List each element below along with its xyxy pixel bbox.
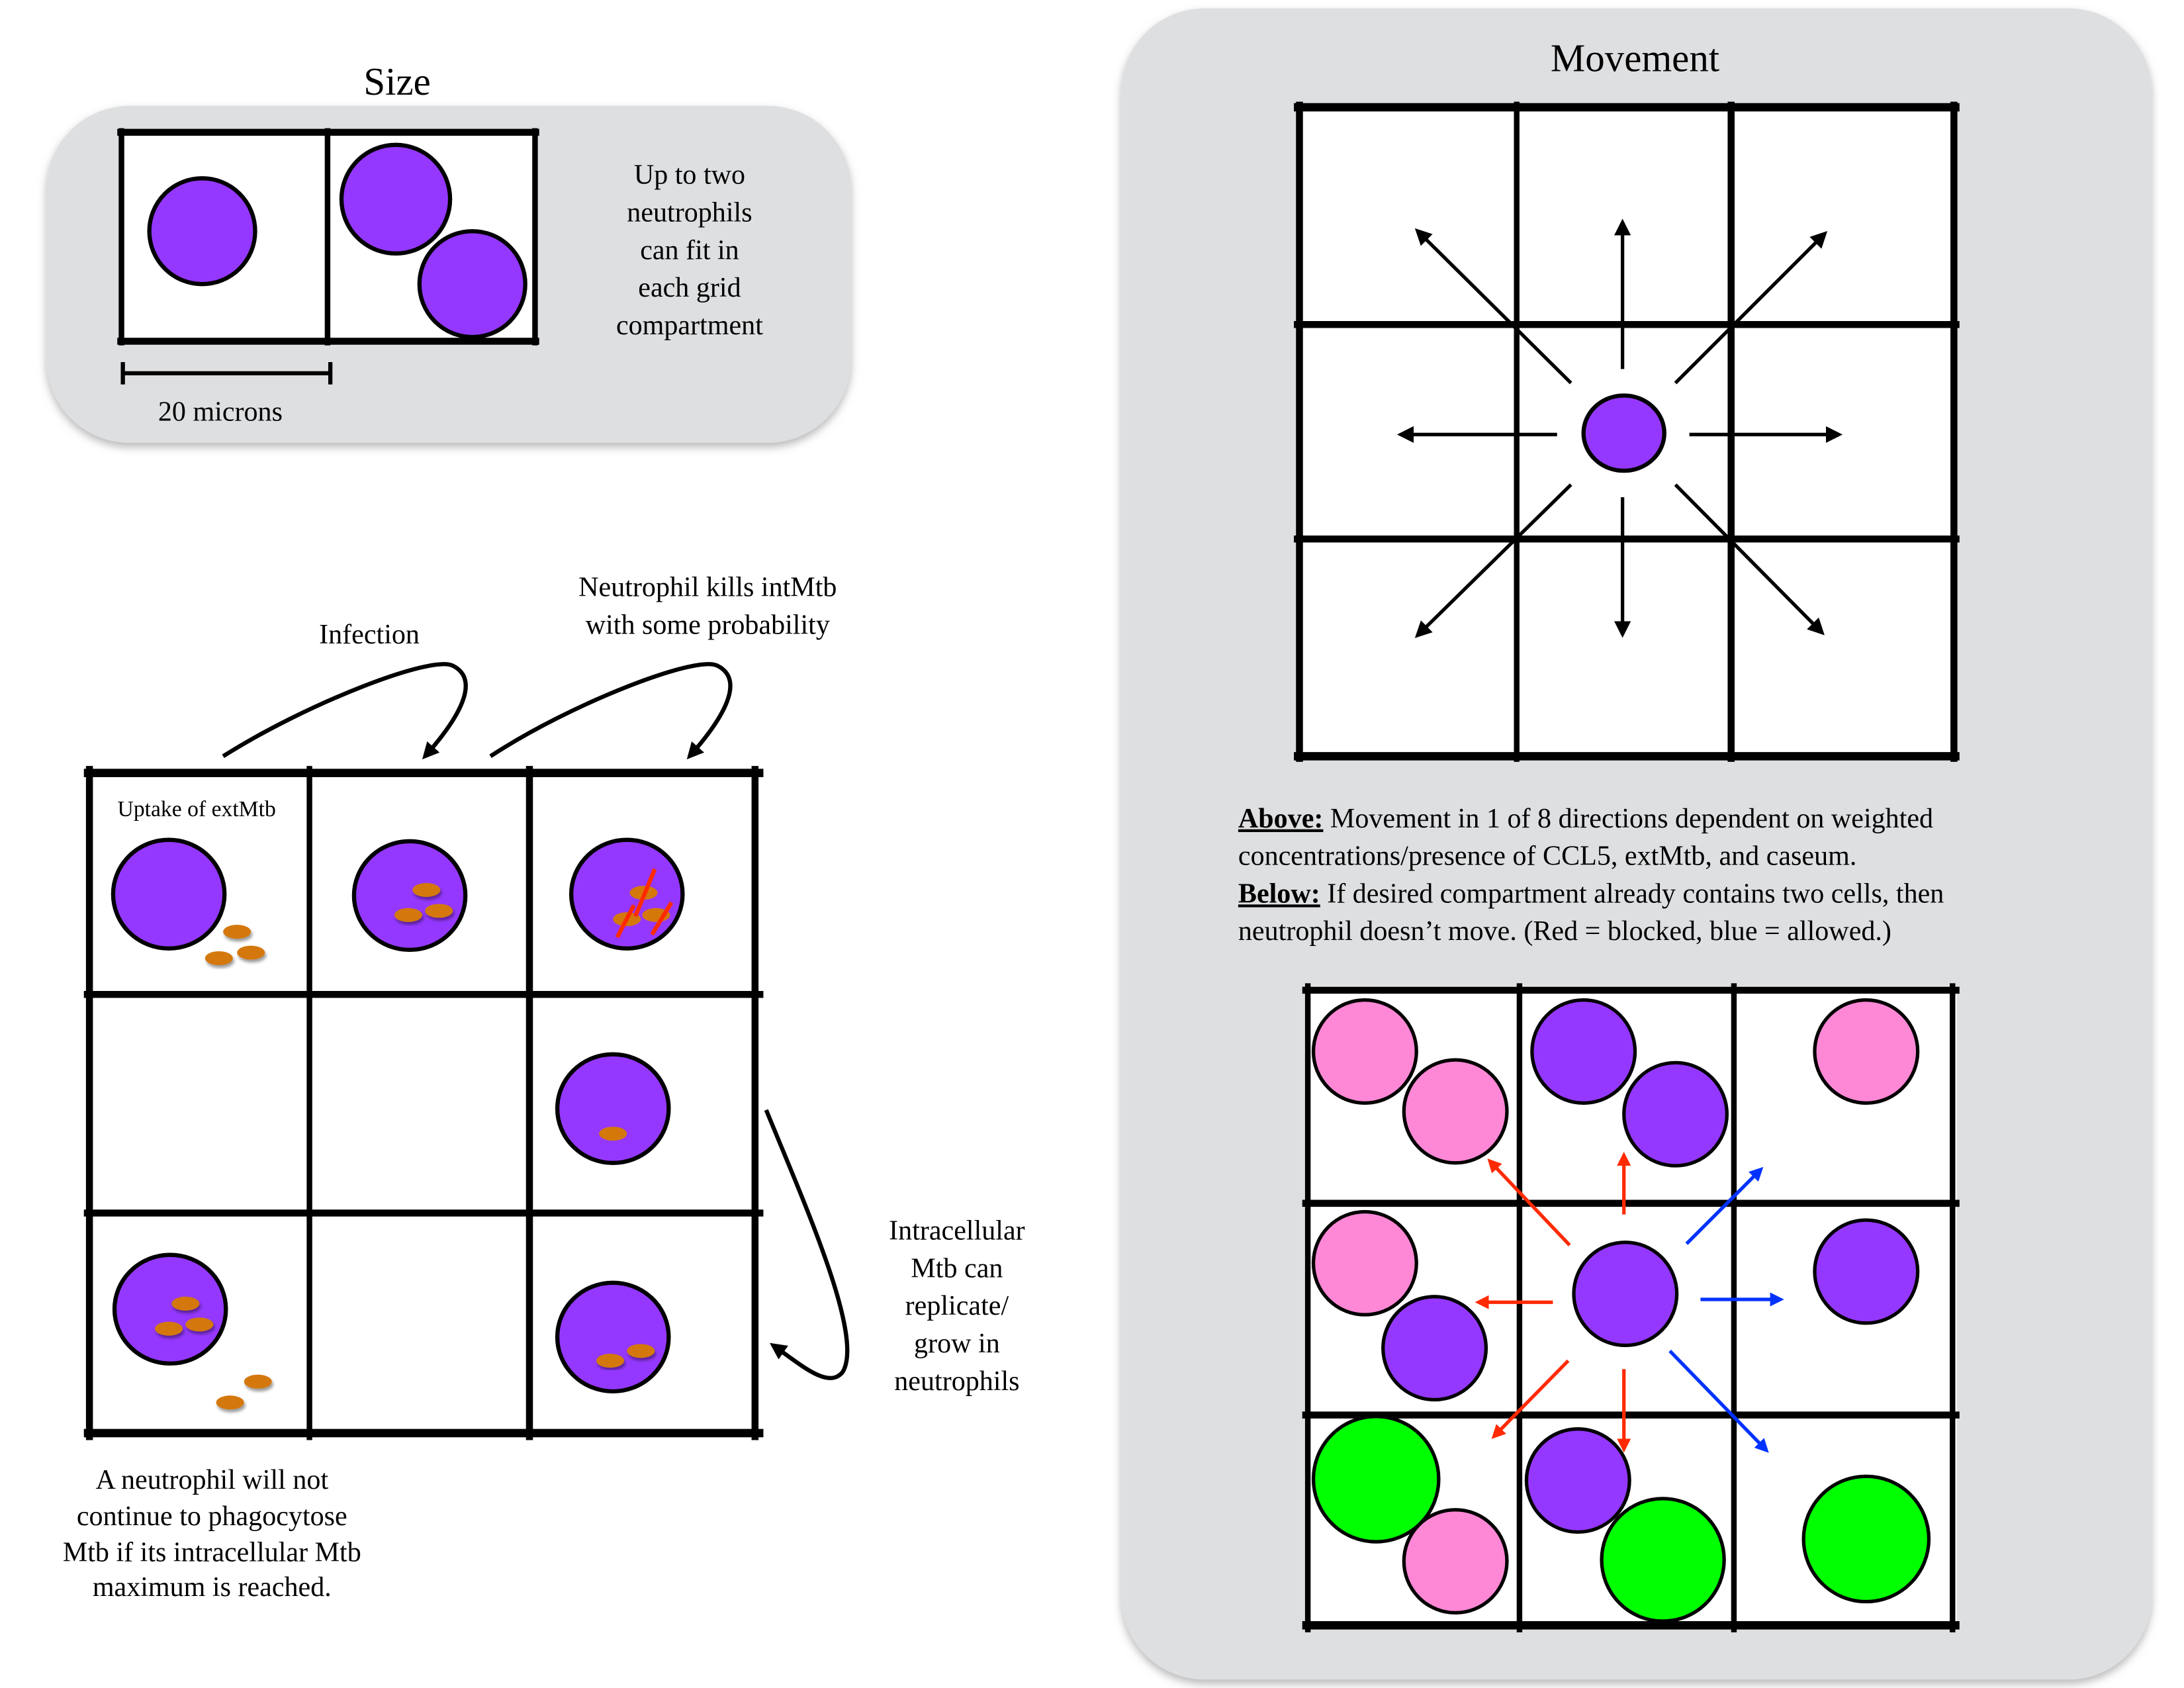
neutrophil bbox=[1524, 1427, 1631, 1534]
phagocytose-note: A neutrophil will not continue to phagoc… bbox=[63, 1465, 361, 1603]
below-line-2: neutrophil doesn’t move. (Red = blocked,… bbox=[1238, 916, 1891, 947]
neutrophil bbox=[417, 229, 527, 340]
neutrophil bbox=[112, 1252, 228, 1366]
replicate-line: Intracellular bbox=[889, 1216, 1025, 1246]
below-label: Below: bbox=[1238, 878, 1320, 909]
movement-description: Above: Movement in 1 of 8 directions dep… bbox=[1238, 804, 1944, 947]
replicate-line: replicate/ bbox=[905, 1291, 1009, 1321]
note-line: A neutrophil will not bbox=[95, 1465, 328, 1495]
green-cell bbox=[1600, 1497, 1726, 1623]
ext-mtb-group bbox=[205, 925, 265, 966]
below-line-1: Below: If desired compartment already co… bbox=[1238, 878, 1944, 909]
kill-arrow bbox=[489, 662, 733, 760]
note-line: Mtb if its intracellular Mtb bbox=[63, 1538, 361, 1568]
size-panel: Size 20 microns Up to two neutrophils ca… bbox=[46, 60, 852, 444]
neutrophil bbox=[1622, 1060, 1729, 1168]
pink-cell bbox=[1402, 1058, 1509, 1165]
note-line: continue to phagocytose bbox=[77, 1501, 347, 1532]
kill-label-1: Neutrophil kills intMtb bbox=[578, 572, 837, 602]
replicate-arrow bbox=[764, 1109, 850, 1380]
caption-line: Up to two bbox=[634, 160, 745, 191]
allowed-arrow-se bbox=[1668, 1350, 1769, 1453]
neutrophil bbox=[111, 837, 227, 951]
arrow-sw bbox=[1414, 483, 1572, 638]
pink-cell bbox=[1813, 998, 1920, 1105]
neutrophil bbox=[1581, 393, 1666, 473]
size-caption: Up to two neutrophils can fit in each gr… bbox=[616, 160, 763, 341]
scale-label: 20 microns bbox=[158, 397, 283, 427]
above-label: Above: bbox=[1238, 804, 1324, 834]
note-line: maximum is reached. bbox=[93, 1572, 332, 1603]
neutrophil bbox=[555, 1280, 671, 1394]
blocked-arrow-sw bbox=[1491, 1359, 1570, 1439]
neutrophil bbox=[555, 1052, 671, 1165]
blocked-arrow-nw bbox=[1487, 1158, 1571, 1246]
below-text: If desired compartment already contains … bbox=[1320, 878, 1944, 909]
pink-cell bbox=[1311, 998, 1418, 1105]
neutrophil bbox=[1530, 998, 1637, 1105]
infection-arrow bbox=[222, 662, 468, 760]
replicate-line: neutrophils bbox=[894, 1366, 1019, 1397]
int-mtb-group bbox=[394, 882, 453, 922]
allowed-arrow-ne bbox=[1685, 1166, 1764, 1245]
green-cell bbox=[1801, 1474, 1931, 1604]
uptake-label: Uptake of extMtb bbox=[118, 797, 276, 821]
neutrophil bbox=[339, 142, 453, 256]
mechanics-diagram: Infection Neutrophil kills intMtb with s… bbox=[63, 572, 1025, 1603]
int-mtb bbox=[599, 1127, 627, 1141]
arrow-nw bbox=[1414, 228, 1572, 385]
arrow-se bbox=[1674, 483, 1825, 635]
neutrophil bbox=[1381, 1295, 1488, 1402]
size-title: Size bbox=[363, 60, 430, 103]
scale-bar bbox=[120, 362, 333, 385]
cells bbox=[1311, 998, 1931, 1623]
movement-title: Movement bbox=[1551, 36, 1720, 79]
neutrophil bbox=[569, 837, 685, 951]
blocked-allowed-arrows bbox=[1475, 1151, 1784, 1453]
caption-line: each grid bbox=[638, 273, 741, 303]
arrow-ne bbox=[1674, 231, 1828, 385]
infection-label: Infection bbox=[319, 620, 420, 650]
caption-line: neutrophils bbox=[627, 198, 752, 228]
above-text: Movement in 1 of 8 directions dependent … bbox=[1323, 804, 1933, 834]
direction-arrows bbox=[1396, 218, 1843, 638]
int-mtb-group bbox=[596, 1344, 655, 1368]
green-cell bbox=[1311, 1415, 1441, 1544]
neutrophil bbox=[1813, 1218, 1920, 1325]
caption-line: compartment bbox=[616, 310, 763, 341]
neutrophil bbox=[147, 176, 257, 287]
replicate-line: Mtb can bbox=[911, 1253, 1003, 1284]
center-neutrophil bbox=[1572, 1241, 1679, 1348]
caption-line: can fit in bbox=[640, 235, 739, 265]
replicate-label: Intracellular Mtb can replicate/ grow in… bbox=[889, 1216, 1025, 1397]
kill-label-2: with some probability bbox=[586, 610, 830, 640]
mtb-group bbox=[155, 1296, 272, 1410]
above-line-2: concentrations/presence of CCL5, extMtb,… bbox=[1238, 841, 1856, 872]
kill-marks bbox=[615, 868, 674, 939]
neutrophil bbox=[351, 839, 468, 953]
movement-panel: Movement Above: Movement in 1 of 8 direc… bbox=[1121, 8, 2152, 1680]
pink-cell bbox=[1402, 1508, 1509, 1615]
replicate-line: grow in bbox=[914, 1329, 1000, 1359]
above-line-1: Above: Movement in 1 of 8 directions dep… bbox=[1238, 804, 1933, 834]
pink-cell bbox=[1311, 1209, 1418, 1317]
